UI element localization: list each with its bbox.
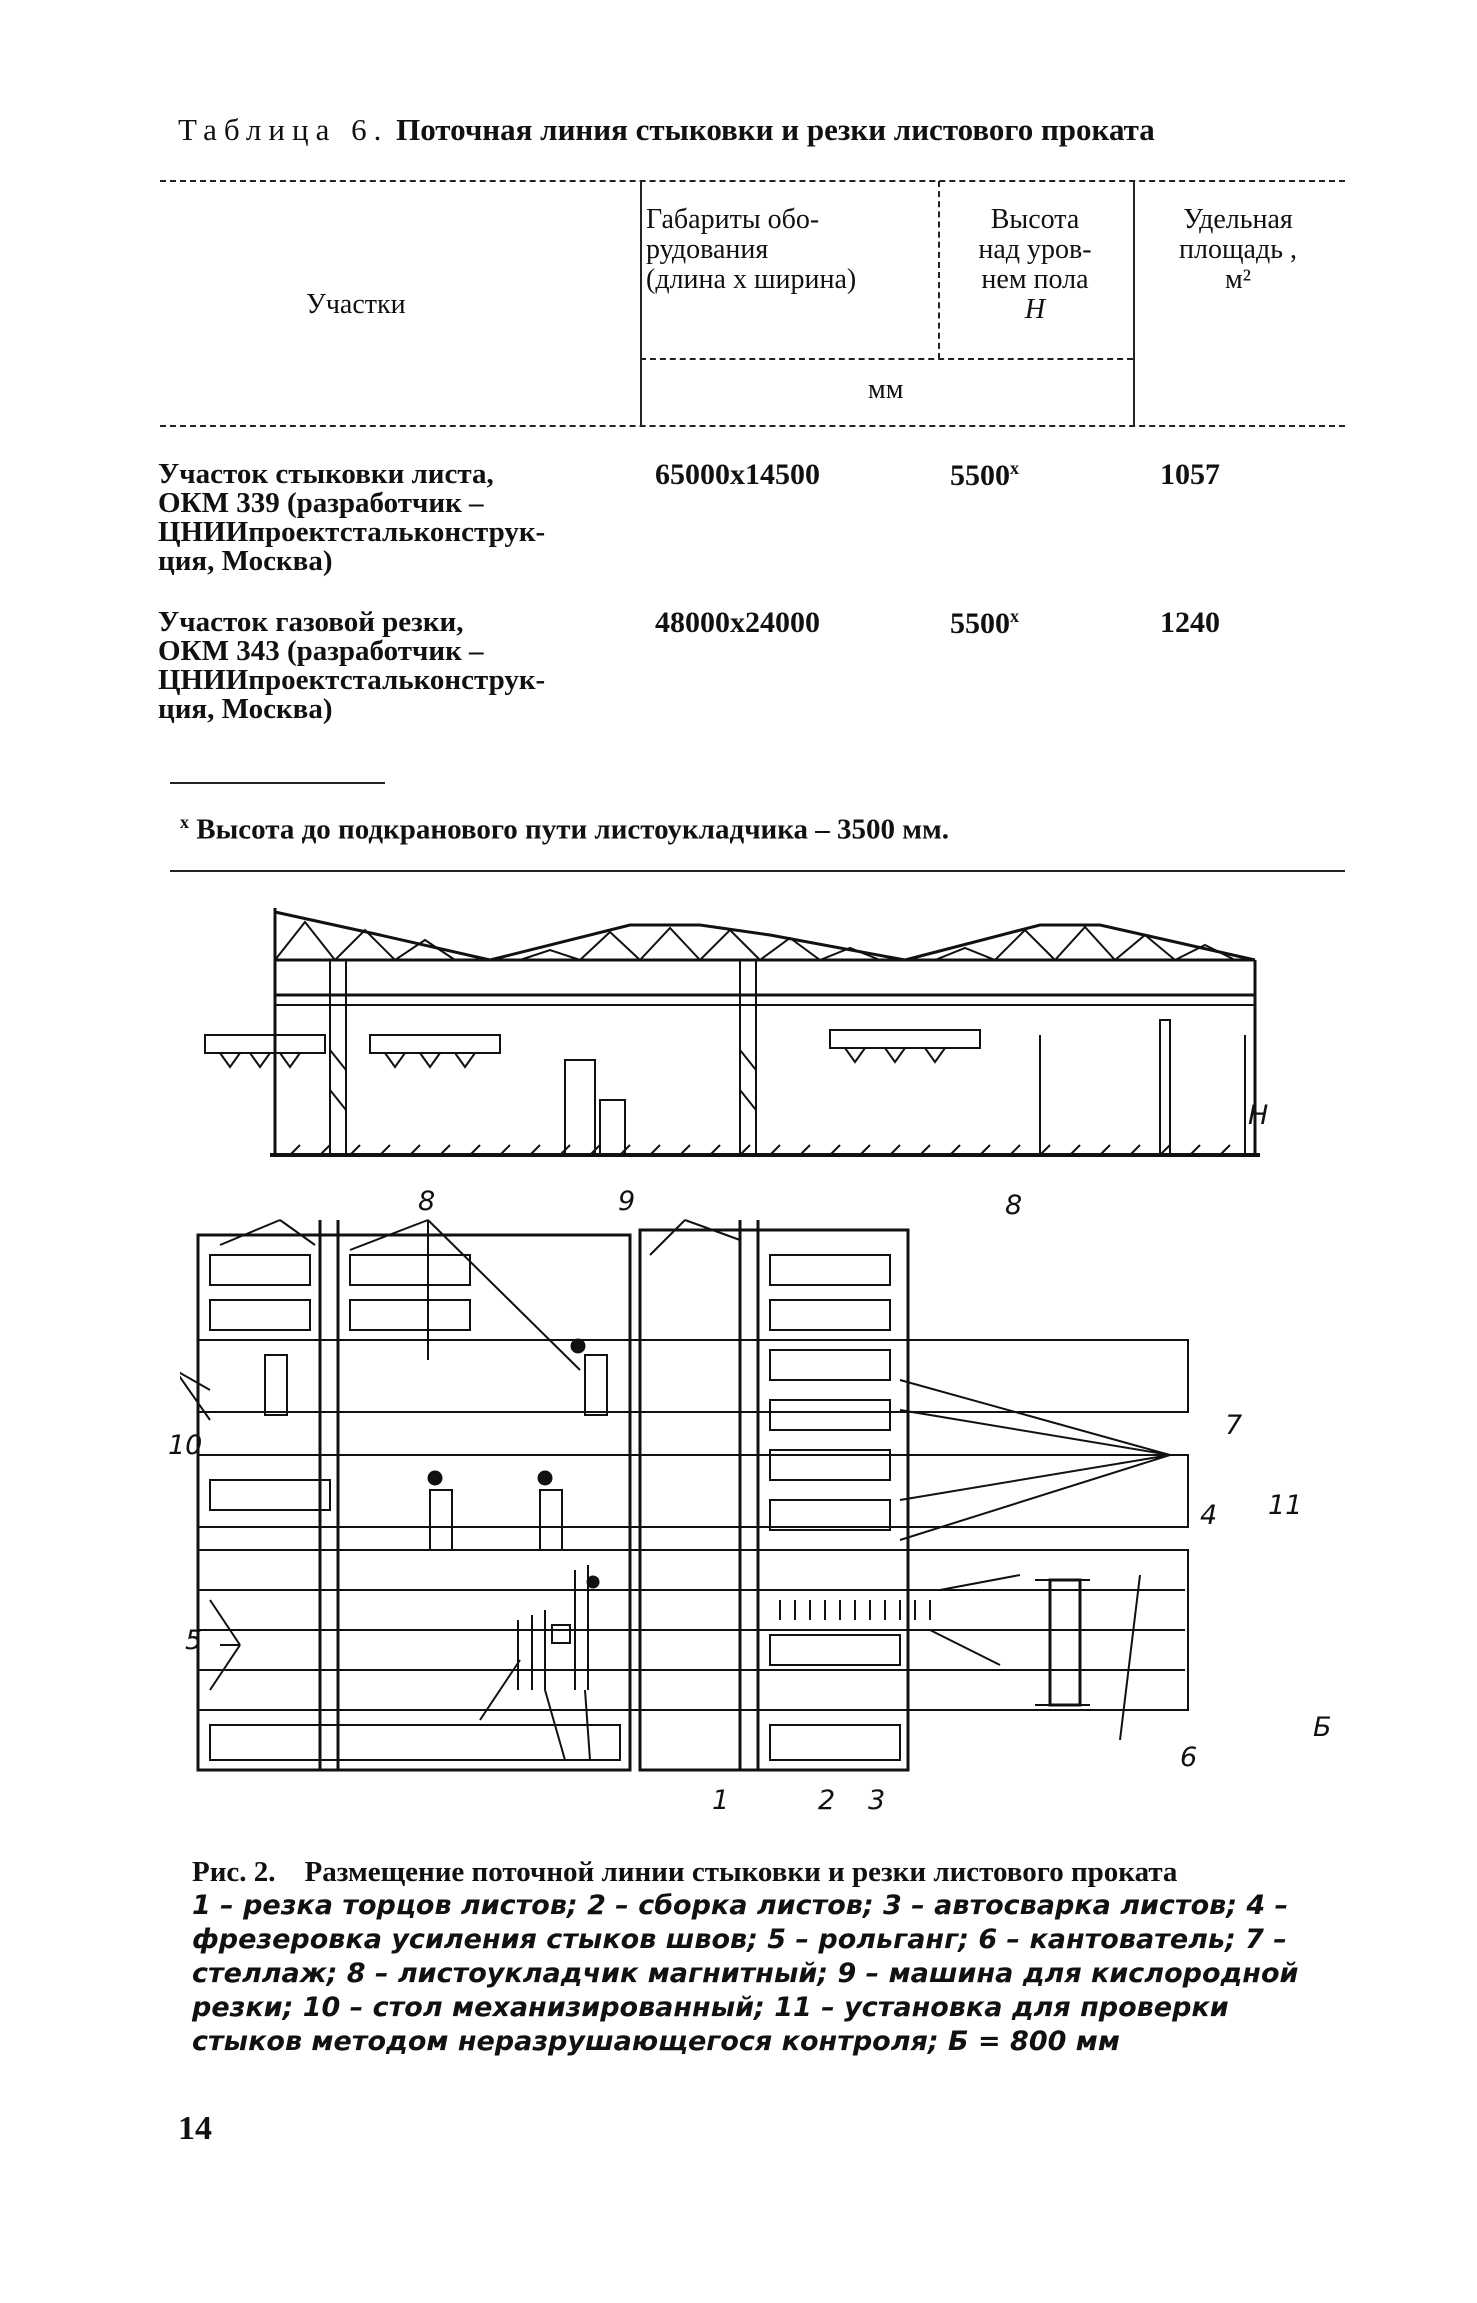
header-sections: Участки xyxy=(306,289,406,320)
table-header-bottom-rule xyxy=(160,425,1345,427)
table-unit-rule xyxy=(640,358,1133,360)
row-2-height-mark: x xyxy=(1010,606,1019,626)
callout-6: 6 xyxy=(1180,1742,1198,1773)
callout-1: 1 xyxy=(712,1785,730,1816)
table-col-rule-3 xyxy=(1133,181,1135,425)
header-area: Удельная площадь , м² xyxy=(1138,205,1338,295)
table-top-rule xyxy=(160,180,1345,182)
layout-drawing xyxy=(180,908,1260,1772)
row-2-height-value: 5500 xyxy=(950,607,1010,640)
callout-10: 10 xyxy=(168,1430,203,1461)
callout-9: 9 xyxy=(618,1186,636,1217)
header-height-text: Высота над уров- нем пола xyxy=(978,204,1092,295)
table-caption: Поточная линия стыковки и резки листовог… xyxy=(396,112,1155,147)
row-1-dimensions: 65000x14500 xyxy=(655,458,820,491)
row-2-height: 5500x xyxy=(950,606,1019,641)
row-2-name: Участок газовой резки, ОКМ 343 (разработ… xyxy=(158,606,546,725)
footnote-rule xyxy=(170,782,385,784)
caption-label: Рис. 2. xyxy=(192,1856,276,1888)
row-1-height: 5500x xyxy=(950,458,1019,493)
header-height-symbol: H xyxy=(1024,294,1046,325)
row-2-dimensions: 48000x24000 xyxy=(655,606,820,639)
header-dimensions: Габариты обо- рудования (длина х ширина) xyxy=(646,204,857,295)
section-rule xyxy=(170,870,1345,872)
header-height: Высота над уров- нем пола H xyxy=(940,205,1130,325)
callout-3: 3 xyxy=(868,1785,886,1816)
header-area-text: Удельная площадь , xyxy=(1179,204,1297,265)
callout-7: 7 xyxy=(1225,1410,1243,1441)
table-col-rule-2 xyxy=(938,181,940,359)
caption-title: Размещение поточной линии стыковки и рез… xyxy=(304,1856,1178,1888)
callout-5: 5 xyxy=(185,1625,203,1656)
header-unit: мм xyxy=(868,374,904,405)
plan-view xyxy=(180,1219,1189,1772)
table-title: Таблица 6. Поточная линия стыковки и рез… xyxy=(178,112,1155,148)
callout-8-right: 8 xyxy=(1005,1190,1023,1221)
footnote-mark: x xyxy=(180,812,189,832)
callout-8-left: 8 xyxy=(418,1186,436,1217)
caption-items: 1 – резка торцов листов; 2 – сборка лист… xyxy=(192,1890,1299,2057)
row-2-area: 1240 xyxy=(1160,606,1220,639)
building-elevation xyxy=(204,908,1260,1157)
table-col-rule-1 xyxy=(640,181,642,425)
table-label: Таблица 6. xyxy=(178,112,389,147)
dimension-b-label: Б xyxy=(1313,1712,1332,1743)
row-1-area: 1057 xyxy=(1160,458,1220,491)
row-1-name: Участок стыковки листа, ОКМ 339 (разрабо… xyxy=(158,458,546,577)
callout-4: 4 xyxy=(1200,1500,1218,1531)
callout-11: 11 xyxy=(1268,1490,1303,1521)
row-1-height-mark: x xyxy=(1010,458,1019,478)
footnote: x Высота до подкранового пути листоуклад… xyxy=(180,812,949,847)
callout-2: 2 xyxy=(818,1785,836,1816)
dimension-h-label: H xyxy=(1248,1100,1269,1131)
page-number: 14 xyxy=(178,2110,212,2147)
figure-caption: Рис. 2. Размещение поточной линии стыков… xyxy=(192,1855,1322,2059)
footnote-text: Высота до подкранового пути листоукладчи… xyxy=(196,813,950,846)
row-1-height-value: 5500 xyxy=(950,459,1010,492)
header-area-unit: м² xyxy=(1224,264,1252,295)
